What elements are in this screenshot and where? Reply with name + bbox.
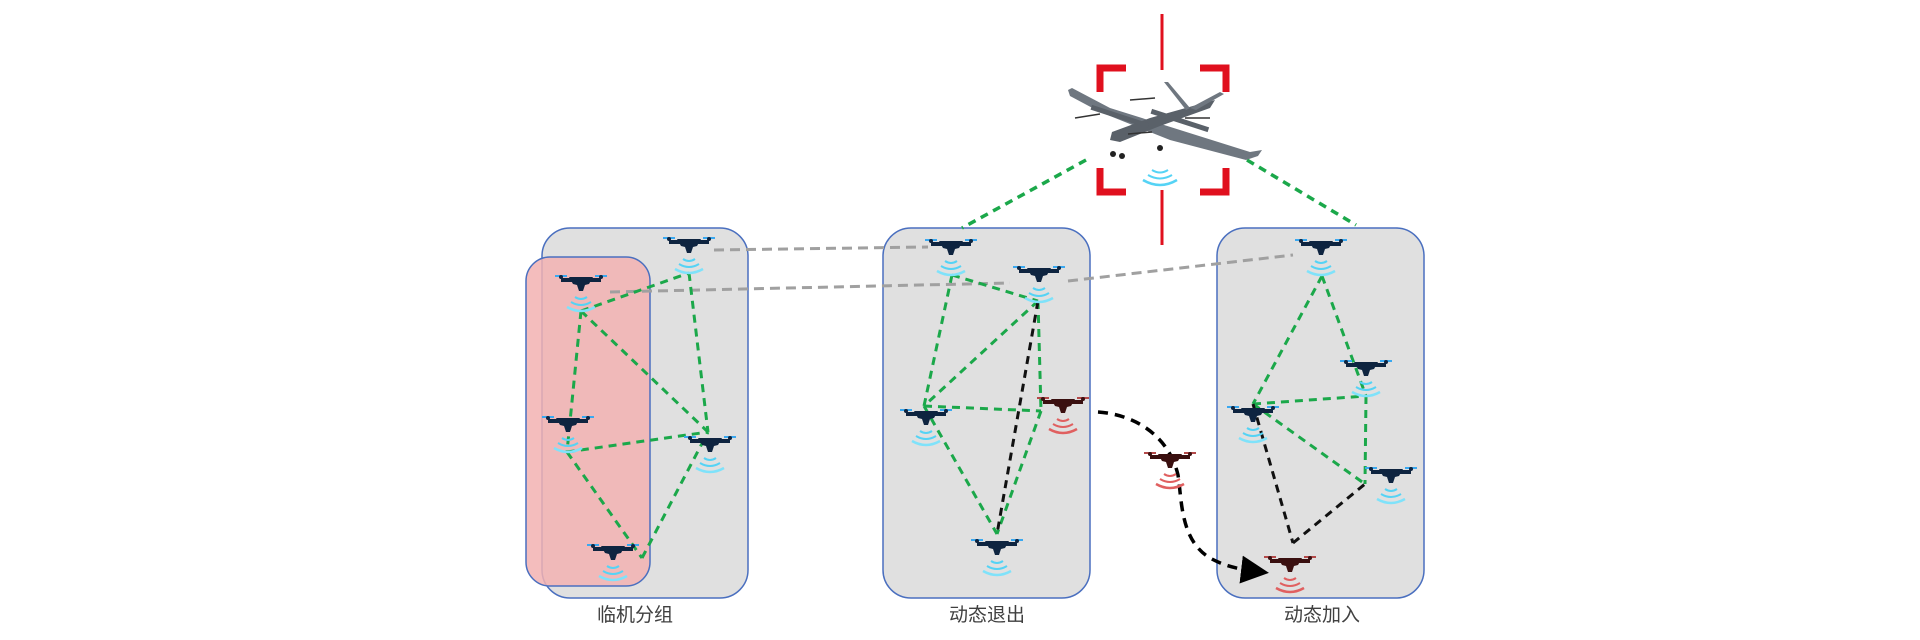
reconfig-link bbox=[1292, 482, 1366, 545]
mesh-link bbox=[922, 299, 1040, 408]
transit-path-arrow bbox=[1097, 410, 1269, 584]
mesh-link bbox=[1320, 275, 1368, 397]
signal-waves-icon bbox=[1142, 169, 1178, 187]
inter-group-links bbox=[609, 245, 1294, 294]
panel-dynamic-join bbox=[1216, 227, 1425, 599]
command-link-left bbox=[961, 158, 1087, 230]
command-link-right bbox=[1246, 158, 1357, 227]
mesh-link bbox=[1363, 395, 1368, 485]
mesh-link bbox=[951, 273, 1039, 303]
mesh-link bbox=[580, 271, 690, 313]
mesh-link bbox=[1252, 394, 1367, 406]
mesh-link bbox=[1252, 402, 1366, 486]
gray-link bbox=[609, 281, 1011, 294]
gray-link bbox=[1067, 253, 1294, 283]
mesh-link bbox=[640, 431, 710, 559]
mesh-link bbox=[923, 404, 1042, 413]
vtol-plane-icon bbox=[1068, 82, 1262, 160]
mesh-link bbox=[565, 451, 644, 559]
target-reticle-icon bbox=[1096, 14, 1230, 245]
mesh-link bbox=[566, 430, 709, 454]
reconfig-link bbox=[1251, 403, 1295, 544]
mesh-link bbox=[995, 410, 1043, 535]
command-links bbox=[961, 158, 1357, 230]
mesh-link bbox=[922, 405, 999, 535]
mesh-link bbox=[1036, 300, 1043, 412]
caption-dynamic-exit: 动态退出 bbox=[948, 604, 1025, 626]
mesh-link bbox=[1251, 275, 1324, 405]
transit-drone-icon bbox=[1142, 450, 1198, 490]
mesh-link bbox=[579, 309, 710, 434]
command-aircraft bbox=[1068, 14, 1262, 245]
mesh-link bbox=[687, 272, 710, 433]
caption-dynamic-join: 动态加入 bbox=[1283, 604, 1360, 626]
reconfig-link bbox=[995, 300, 1040, 535]
caption-ad-hoc-grouping: 临机分组 bbox=[596, 604, 673, 626]
gray-link bbox=[713, 245, 929, 252]
